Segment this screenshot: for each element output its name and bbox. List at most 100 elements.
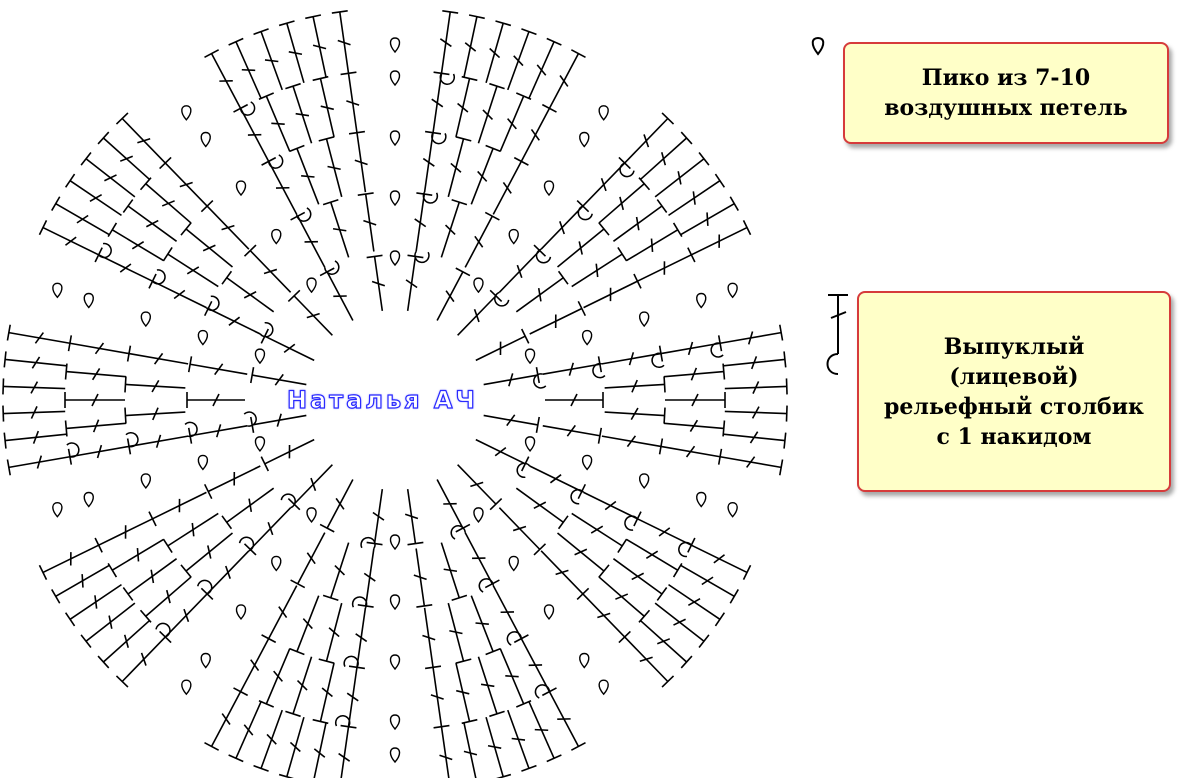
picot-loop	[638, 311, 650, 328]
stitch-yarn-over	[456, 689, 470, 695]
stitch-yarn-over	[207, 545, 212, 559]
stitch-top-bar	[783, 432, 787, 449]
stitch-yarn-over	[371, 280, 386, 287]
post-hook	[619, 162, 635, 178]
stitch-yarn-over	[559, 75, 569, 87]
stitch-yarn-over	[346, 100, 360, 106]
stitch-top-bar	[38, 220, 48, 236]
stitch-yarn-over	[692, 191, 696, 205]
stitch-yarn-over	[690, 367, 698, 381]
stitch-top-bar	[698, 634, 710, 649]
picot-loop	[235, 604, 247, 621]
post-hook	[335, 715, 351, 728]
post-hook	[295, 207, 312, 222]
stitch-top-bar	[2, 405, 5, 422]
stitch-yarn-over	[36, 455, 43, 469]
stitch-yarn-over	[372, 511, 385, 521]
stitch-top-bar	[305, 14, 322, 20]
stitch-yarn-over	[137, 137, 151, 144]
stitch-top-bar	[778, 324, 784, 341]
stitch-top-bar	[484, 211, 500, 221]
picot-loop	[389, 714, 401, 731]
stitch-yarn-over	[473, 309, 480, 323]
stitch-yarn-over	[221, 713, 231, 725]
stitch-yarn-over	[266, 733, 277, 745]
post-hook	[678, 541, 692, 558]
stitch-yarn-over	[568, 362, 575, 376]
stitch-yarn-over	[570, 393, 578, 407]
stitch-top-bar	[714, 173, 726, 188]
picot-loop	[254, 348, 266, 365]
stitch-yarn-over	[179, 181, 193, 188]
stitch-yarn-over	[243, 724, 254, 736]
stitch-top-bar	[126, 345, 132, 362]
stitch-top-bar	[778, 459, 784, 476]
stitch-top-bar	[451, 198, 468, 206]
stitch-yarn-over	[264, 59, 279, 63]
stitch-top-bar	[570, 49, 586, 59]
stitch-top-bar	[656, 199, 668, 213]
post-hook	[478, 578, 495, 593]
picot-loop	[389, 70, 401, 87]
stitch-yarn-over	[463, 750, 478, 756]
stitch-yarn-over	[276, 413, 282, 427]
legend-post-label: Выпуклый (лицевой) рельефный столбик с 1…	[857, 291, 1171, 492]
stitch-yarn-over	[508, 373, 514, 387]
stitch-yarn-over	[288, 51, 303, 56]
stitch-yarn-over	[604, 500, 617, 511]
picot-loop	[581, 329, 593, 346]
stitch-yarn-over	[91, 367, 101, 381]
stitch-yarn-over	[600, 177, 607, 192]
stitch-yarn-over	[225, 565, 231, 579]
stitch-top-bar	[617, 538, 628, 554]
stitch-top-bar	[203, 483, 213, 500]
stitch-yarn-over	[559, 221, 565, 235]
stitch-top-bar	[287, 289, 301, 303]
picot-loop	[271, 228, 282, 245]
post-hook	[651, 352, 665, 369]
stitch-yarn-over	[516, 264, 523, 279]
post-hook	[516, 462, 531, 478]
stitch-yarn-over	[439, 38, 452, 48]
post-hook	[184, 421, 198, 438]
stitch-yarn-over	[619, 196, 625, 211]
stitch-stem	[463, 722, 477, 778]
post-hook	[422, 191, 439, 204]
stitch-top-bar	[285, 710, 301, 718]
stitch-yarn-over	[513, 55, 524, 67]
picot-loop	[181, 679, 192, 696]
stitch-yarn-over	[590, 525, 604, 534]
stitch-top-bar	[455, 658, 472, 664]
stitch-top-bar	[322, 594, 339, 602]
stitch-stem	[340, 726, 350, 778]
picot-loop	[306, 277, 317, 294]
stitch-yarn-over	[689, 419, 699, 433]
stitch-yarn-over	[549, 474, 562, 484]
stitch-top-bar	[278, 773, 294, 778]
stitch-yarn-over	[312, 44, 327, 50]
post-hook	[267, 154, 284, 169]
stitch-yarn-over	[346, 692, 359, 702]
post-hook	[259, 322, 274, 338]
stitch-yarn-over	[186, 266, 200, 275]
stitch-yarn-over	[241, 68, 256, 72]
stitch-top-bar	[546, 754, 562, 763]
stitch-yarn-over	[660, 152, 667, 166]
stitch-top-bar	[228, 37, 244, 46]
stitch-top-bar	[97, 131, 110, 145]
picot-loop	[508, 555, 519, 572]
stitch-top-bar	[597, 427, 603, 444]
stitch-top-bar	[783, 351, 787, 368]
picot-loop	[473, 507, 484, 523]
picot-loop	[579, 131, 590, 148]
post-hook	[280, 493, 296, 509]
stitch-top-bar	[366, 254, 383, 259]
picot-loop	[579, 652, 590, 669]
picot-loop	[83, 491, 94, 508]
picot-loop	[254, 436, 266, 452]
stitch-yarn-over	[310, 477, 317, 491]
stitch-top-bar	[520, 328, 530, 344]
stitch-yarn-over	[474, 235, 484, 248]
stitch-yarn-over	[511, 737, 526, 741]
